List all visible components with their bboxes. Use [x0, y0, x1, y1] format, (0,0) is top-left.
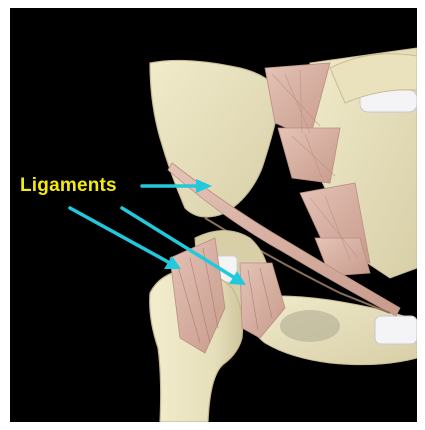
ilium — [150, 60, 280, 217]
obturator-foramen — [280, 310, 340, 342]
hip-joint-illustration — [10, 8, 417, 422]
ligaments-label: Ligaments — [20, 175, 117, 197]
arrow-2 — [70, 208, 170, 263]
pubic-symphysis — [375, 316, 417, 344]
illustration-frame: Ligaments — [10, 8, 417, 422]
